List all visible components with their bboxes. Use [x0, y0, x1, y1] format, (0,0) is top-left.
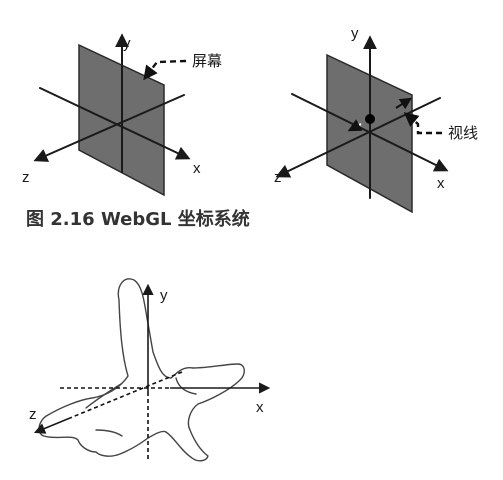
eye-point — [365, 114, 375, 124]
z-axis — [33, 94, 185, 162]
z-axis — [33, 417, 71, 434]
z-axis-label: z — [29, 406, 37, 423]
eye-sight-arrow — [395, 97, 413, 110]
x-axis-label: x — [437, 175, 445, 192]
z-axis-dashed — [69, 371, 183, 419]
line-of-sight-callout — [403, 112, 442, 135]
left-coordinate-diagram: y x z 屏幕 — [22, 33, 222, 197]
y-axis-label: y — [123, 35, 131, 52]
hand-outline — [38, 278, 245, 462]
z-axis-label: z — [274, 169, 282, 186]
thumb-crease — [175, 377, 197, 395]
finger-crease — [85, 383, 122, 409]
z-axis-label: z — [22, 169, 30, 186]
z-axis — [275, 97, 441, 178]
x-axis — [39, 87, 191, 160]
right-hand-rule-diagram: y x z — [29, 278, 271, 462]
y-axis-label: y — [160, 287, 168, 304]
figure-caption: 图 2.16 WebGL 坐标系统 — [26, 208, 250, 230]
x-axis-label: x — [256, 399, 264, 416]
finger-crease — [95, 429, 123, 437]
x-axis-label: x — [193, 160, 201, 177]
line-of-sight-label: 视线 — [448, 124, 478, 142]
line-of-sight-arrow — [347, 119, 363, 132]
y-axis-label: y — [351, 25, 359, 42]
screen-label: 屏幕 — [192, 52, 222, 70]
right-coordinate-diagram: y x z 视线 — [274, 25, 478, 214]
screen-callout-line — [143, 59, 187, 81]
